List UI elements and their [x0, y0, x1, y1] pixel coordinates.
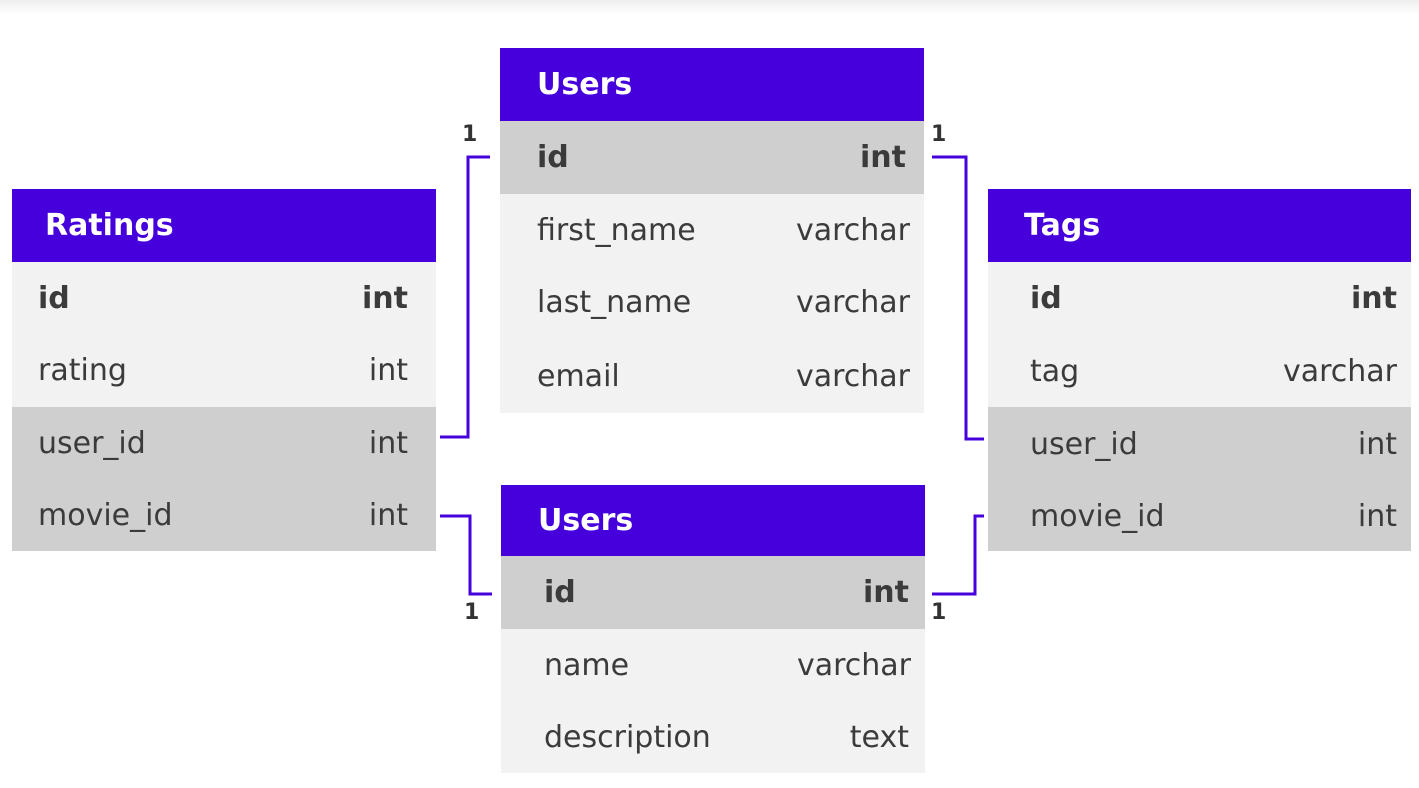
table-header: Users [500, 48, 924, 121]
table-row: email varchar [500, 339, 924, 413]
connector-ratings-movie-to-users [440, 514, 492, 596]
table-row: first_name varchar [500, 194, 924, 266]
connector-users-to-tags-movie [932, 514, 984, 596]
table-row: movie_id int [988, 481, 1411, 551]
table-row: description text [501, 701, 925, 773]
table-users-bottom: Users id int name varchar description te… [501, 485, 925, 773]
column-type: int [368, 353, 408, 388]
column-type: int [368, 498, 408, 533]
column-type: int [863, 575, 909, 610]
column-name: id [1030, 281, 1062, 316]
table-tags: Tags id int tag varchar user_id int movi… [988, 189, 1411, 551]
column-type: int [1357, 426, 1397, 462]
column-name: first_name [537, 212, 696, 248]
table-row: tag varchar [988, 335, 1411, 407]
column-name: last_name [537, 285, 692, 320]
cardinality-users-top-left: 1 [462, 122, 478, 147]
table-users-top: Users id int first_name varchar last_nam… [500, 48, 924, 413]
table-row: movie_id int [12, 480, 436, 551]
column-type: varchar [796, 647, 911, 683]
column-type: varchar [795, 212, 910, 248]
column-name: email [537, 358, 620, 394]
table-rows: id int name varchar description text [501, 556, 925, 773]
connector-ratings-user-to-users [440, 155, 490, 439]
table-row: id int [988, 262, 1411, 335]
table-rows: id int rating int user_id int movie_id i… [12, 262, 436, 551]
table-row: id int [12, 262, 436, 334]
top-shade [0, 0, 1419, 14]
table-row: last_name varchar [500, 266, 924, 339]
column-type: int [860, 140, 906, 175]
cardinality-users-bottom-left: 1 [464, 600, 480, 625]
column-type: text [849, 719, 909, 755]
table-row: id int [500, 121, 924, 194]
table-rows: id int tag varchar user_id int movie_id … [988, 262, 1411, 551]
connector-users-to-tags-user [932, 155, 984, 441]
table-header: Tags [988, 189, 1411, 262]
cardinality-users-bottom-right: 1 [931, 600, 947, 625]
column-name: user_id [1030, 426, 1138, 462]
column-type: int [1351, 281, 1397, 316]
column-name: movie_id [1030, 498, 1165, 534]
column-type: varchar [795, 358, 910, 394]
column-type: varchar [795, 285, 910, 320]
column-name: name [544, 647, 630, 683]
column-name: description [544, 719, 711, 755]
column-name: rating [38, 353, 127, 388]
table-row: id int [501, 556, 925, 629]
table-rows: id int first_name varchar last_name varc… [500, 121, 924, 413]
column-name: id [537, 140, 569, 175]
column-name: movie_id [38, 498, 173, 533]
table-title: Users [538, 503, 634, 538]
column-type: varchar [1282, 353, 1397, 389]
column-type: int [1357, 498, 1397, 534]
table-row: name varchar [501, 629, 925, 701]
table-row: user_id int [12, 407, 436, 480]
table-title: Tags [1024, 208, 1101, 243]
column-name: id [544, 575, 576, 610]
table-row: rating int [12, 334, 436, 407]
table-row: user_id int [988, 407, 1411, 481]
column-name: id [38, 280, 70, 316]
column-name: tag [1030, 353, 1080, 389]
table-ratings: Ratings id int rating int user_id int mo… [12, 189, 436, 551]
table-header: Users [501, 485, 925, 556]
column-type: int [362, 280, 408, 316]
table-title: Ratings [45, 208, 174, 243]
column-name: user_id [38, 426, 146, 461]
cardinality-users-top-right: 1 [931, 122, 947, 147]
table-header: Ratings [12, 189, 436, 262]
table-title: Users [537, 67, 633, 102]
column-type: int [368, 426, 408, 461]
